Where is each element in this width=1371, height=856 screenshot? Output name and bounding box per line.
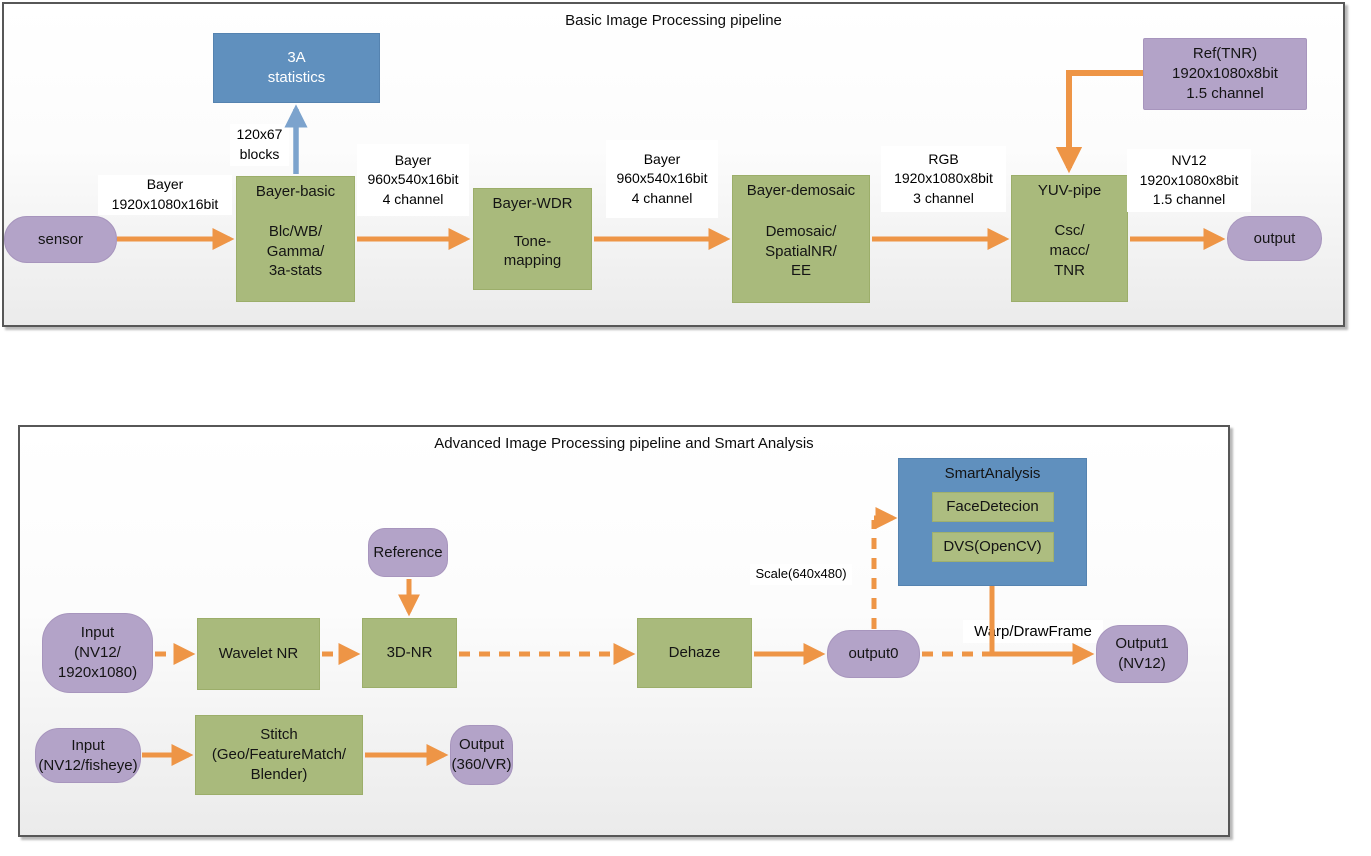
wavelet-nr-node: Wavelet NR bbox=[197, 618, 320, 690]
bayer-demosaic-node: Bayer-demosaic Demosaic/ SpatialNR/ EE bbox=[732, 175, 870, 303]
label-rgb-1920: RGB 1920x1080x8bit 3 channel bbox=[881, 146, 1006, 212]
bayer-basic-node: Bayer-basic Blc/WB/ Gamma/ 3a-stats bbox=[236, 176, 355, 302]
dehaze-node: Dehaze bbox=[637, 618, 752, 688]
face-detection-chip: FaceDetecion bbox=[931, 491, 1054, 522]
bayer-wdr-functions: Tone- mapping bbox=[503, 232, 562, 270]
bayer-demosaic-functions: Demosaic/ SpatialNR/ EE bbox=[765, 222, 837, 280]
reference-node: Reference bbox=[368, 528, 448, 577]
input-fisheye-node: Input (NV12/fisheye) bbox=[35, 728, 141, 783]
label-bayer-960-2: Bayer 960x540x16bit 4 channel bbox=[606, 140, 718, 218]
label-nv12-1920: NV12 1920x1080x8bit 1.5 channel bbox=[1127, 149, 1251, 212]
bayer-wdr-node: Bayer-WDR Tone- mapping bbox=[473, 188, 592, 290]
label-warp-drawframe: Warp/DrawFrame bbox=[963, 620, 1103, 643]
output-360vr-node: Output (360/VR) bbox=[450, 725, 513, 785]
input-nv12-node: Input (NV12/ 1920x1080) bbox=[42, 613, 153, 693]
bayer-basic-functions: Blc/WB/ Gamma/ 3a-stats bbox=[266, 222, 325, 280]
label-scale-640x480: Scale(640x480) bbox=[750, 564, 852, 585]
yuv-pipe-title: YUV-pipe bbox=[1037, 182, 1102, 199]
basic-pipeline-title: Basic Image Processing pipeline bbox=[565, 12, 782, 29]
label-120x67-blocks: 120x67 blocks bbox=[230, 124, 289, 166]
output1-node: Output1 (NV12) bbox=[1096, 625, 1188, 683]
smart-analysis-modules: FaceDetecion DVS(OpenCV) bbox=[899, 484, 1086, 585]
label-bayer-960-1: Bayer 960x540x16bit 4 channel bbox=[357, 144, 469, 216]
bayer-basic-title: Bayer-basic bbox=[255, 183, 336, 200]
yuv-pipe-functions: Csc/ macc/ TNR bbox=[1049, 222, 1090, 279]
output0-node: output0 bbox=[827, 630, 920, 678]
3d-nr-node: 3D-NR bbox=[362, 618, 457, 688]
bayer-wdr-title: Bayer-WDR bbox=[492, 195, 573, 212]
stitch-node: Stitch (Geo/FeatureMatch/ Blender) bbox=[195, 715, 363, 795]
smart-analysis-title: SmartAnalysis bbox=[944, 465, 1041, 482]
dvs-opencv-chip: DVS(OpenCV) bbox=[931, 531, 1054, 562]
3a-statistics-node: 3A statistics bbox=[213, 33, 380, 103]
ref-tnr-node: Ref(TNR) 1920x1080x8bit 1.5 channel bbox=[1143, 38, 1307, 110]
advanced-pipeline-title: Advanced Image Processing pipeline and S… bbox=[434, 435, 814, 452]
sensor-node: sensor bbox=[4, 216, 117, 263]
label-bayer-1920: Bayer 1920x1080x16bit bbox=[98, 175, 232, 215]
bayer-demosaic-title: Bayer-demosaic bbox=[746, 182, 856, 199]
smart-analysis-node: SmartAnalysis FaceDetecion DVS(OpenCV) bbox=[898, 458, 1087, 586]
output-node: output bbox=[1227, 216, 1322, 261]
yuv-pipe-node: YUV-pipe Csc/ macc/ TNR bbox=[1011, 175, 1128, 302]
